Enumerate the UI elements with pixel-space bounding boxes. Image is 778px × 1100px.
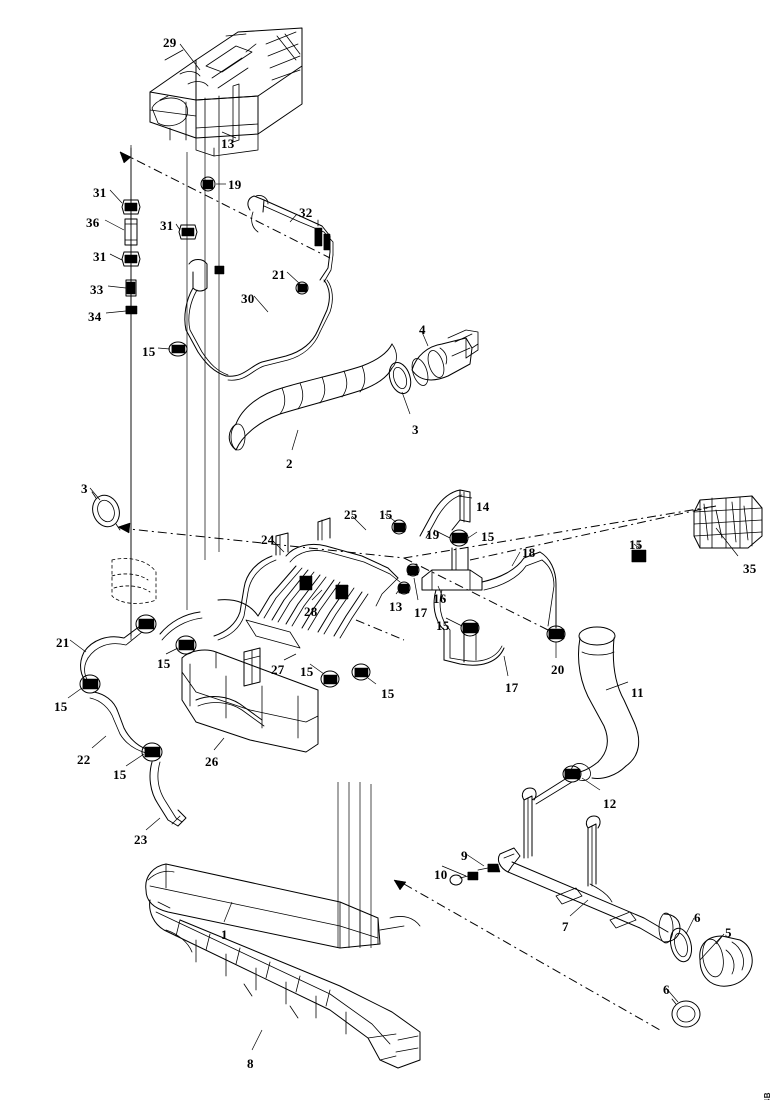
assembly-direction-upper [119, 151, 331, 259]
callout-throttle-body-elbow: 4 [419, 322, 426, 337]
callout-coolant-tube-assembly: 7 [562, 919, 569, 934]
callout-clamp-upper: 19 [228, 177, 242, 192]
callout-o-ring-upper: 6 [694, 910, 701, 925]
callout-hose-clamp: 15 [481, 529, 495, 544]
callout-clamp-center: 19 [426, 527, 440, 542]
callout-hose-clamp: 15 [54, 699, 68, 714]
callout-in-line-filter: 36 [86, 215, 100, 230]
callout-heater-hose-upper: 21 [56, 635, 70, 650]
callout-lower-support-rail: 8 [247, 1056, 254, 1071]
callout-hose-clamp: 15 [629, 537, 643, 552]
cluster-clamps [79, 614, 371, 762]
callout-fuel-return-line: 32 [299, 205, 313, 220]
callout-hose-clamp: 15 [379, 507, 393, 522]
callout-manifold-gasket: 28 [304, 604, 318, 619]
callout-grommet: 17 [414, 605, 428, 620]
assembly-direction-main [119, 505, 717, 641]
ghost-flange-outline [111, 558, 157, 604]
arrow-head-left [117, 522, 131, 534]
clamp-15-right [631, 541, 647, 563]
seal-ring-3-left [91, 491, 121, 531]
heater-hose-assembly [80, 625, 187, 827]
callout-hose-clamp: 15 [157, 656, 171, 671]
intake-manifold-cluster [159, 517, 401, 753]
callout-clamp-lower-right: 20 [551, 662, 565, 677]
seal-ring-3-right [388, 361, 412, 395]
throttle-elbow-4 [411, 329, 479, 386]
callout-engine-cylinder-head-assembly: 29 [163, 35, 177, 50]
leader-lines [67, 43, 739, 1051]
callout-hose-clamp: 15 [381, 686, 395, 701]
coolant-tube-7 [497, 775, 681, 944]
callout-connector-fitting-upper: 31 [93, 185, 107, 200]
callout-hose-clamp: 15 [142, 344, 156, 359]
fastener-9-10 [449, 863, 501, 886]
callout-end-fitting: 34 [88, 309, 102, 324]
callout-thermostat-housing: 5 [725, 925, 732, 940]
engine-head-assembly-29 [149, 27, 303, 157]
assembly-direction-lower-right [403, 883, 661, 1031]
callout-right-side-bracket-rail: 35 [743, 561, 757, 576]
callout-coolant-hose-short: 16 [433, 591, 447, 606]
side-rail-35 [693, 495, 763, 549]
callout-connector-block: 27 [271, 662, 285, 677]
callout-radiator-core-upper-rail: 1 [221, 927, 228, 942]
callout-nut: 10 [434, 867, 448, 882]
callout-intake-manifold-lower: 26 [205, 754, 219, 769]
callout-o-ring-lower: 6 [663, 982, 670, 997]
callout-connector-fitting-lower: 31 [93, 249, 107, 264]
callout-bracket-under-engine: 13 [221, 136, 235, 151]
lower-rail-1 [145, 863, 421, 949]
construction-axes [130, 145, 372, 948]
callout-intake-manifold-runner: 24 [261, 532, 275, 547]
o-ring-6-lower [671, 998, 701, 1028]
coolant-pipes-assembly [375, 489, 566, 666]
callout-coolant-return-pipe: 18 [522, 545, 536, 560]
callout-manifold-stub: 25 [344, 507, 358, 522]
callout-grommet: 17 [505, 680, 519, 695]
thermostat-housing-5 [699, 935, 753, 987]
callout-air-intake-hose: 2 [286, 456, 293, 471]
callout-support-bracket: 13 [389, 599, 403, 614]
callout-seal-ring-left: 3 [81, 481, 88, 496]
callout-valve-assembly: 33 [90, 282, 104, 297]
callout-fuel-supply-line: 30 [241, 291, 255, 306]
callout-hose-clamp: 15 [113, 767, 127, 782]
sheet-watermark: 3210P4B [763, 1092, 772, 1100]
callout-heater-hose-return: 23 [134, 832, 148, 847]
callout-seal-ring-right: 3 [412, 422, 419, 437]
arrow-head-lower-left [393, 879, 407, 891]
callout-hose-clamp: 15 [436, 618, 450, 633]
fuel-line-assembly [121, 147, 334, 637]
callout-coolant-pipe-upper: 14 [476, 499, 490, 514]
callout-heater-hose-lower: 22 [77, 752, 91, 767]
callout-clamp-tube: 12 [603, 796, 617, 811]
o-ring-6-upper [669, 927, 693, 963]
callout-connector-fitting-mid: 31 [160, 218, 174, 233]
air-intake-hose-2 [228, 343, 397, 451]
callout-radiator-hose-lower: 11 [631, 685, 644, 700]
callout-bolt: 9 [461, 848, 468, 863]
lower-rail-8 [149, 899, 421, 1069]
arrow-head-upper-left [119, 151, 132, 164]
radiator-hose-11 [562, 626, 640, 783]
callout-hose-upper-right: 21 [272, 267, 286, 282]
callout-hose-clamp: 15 [300, 664, 314, 679]
